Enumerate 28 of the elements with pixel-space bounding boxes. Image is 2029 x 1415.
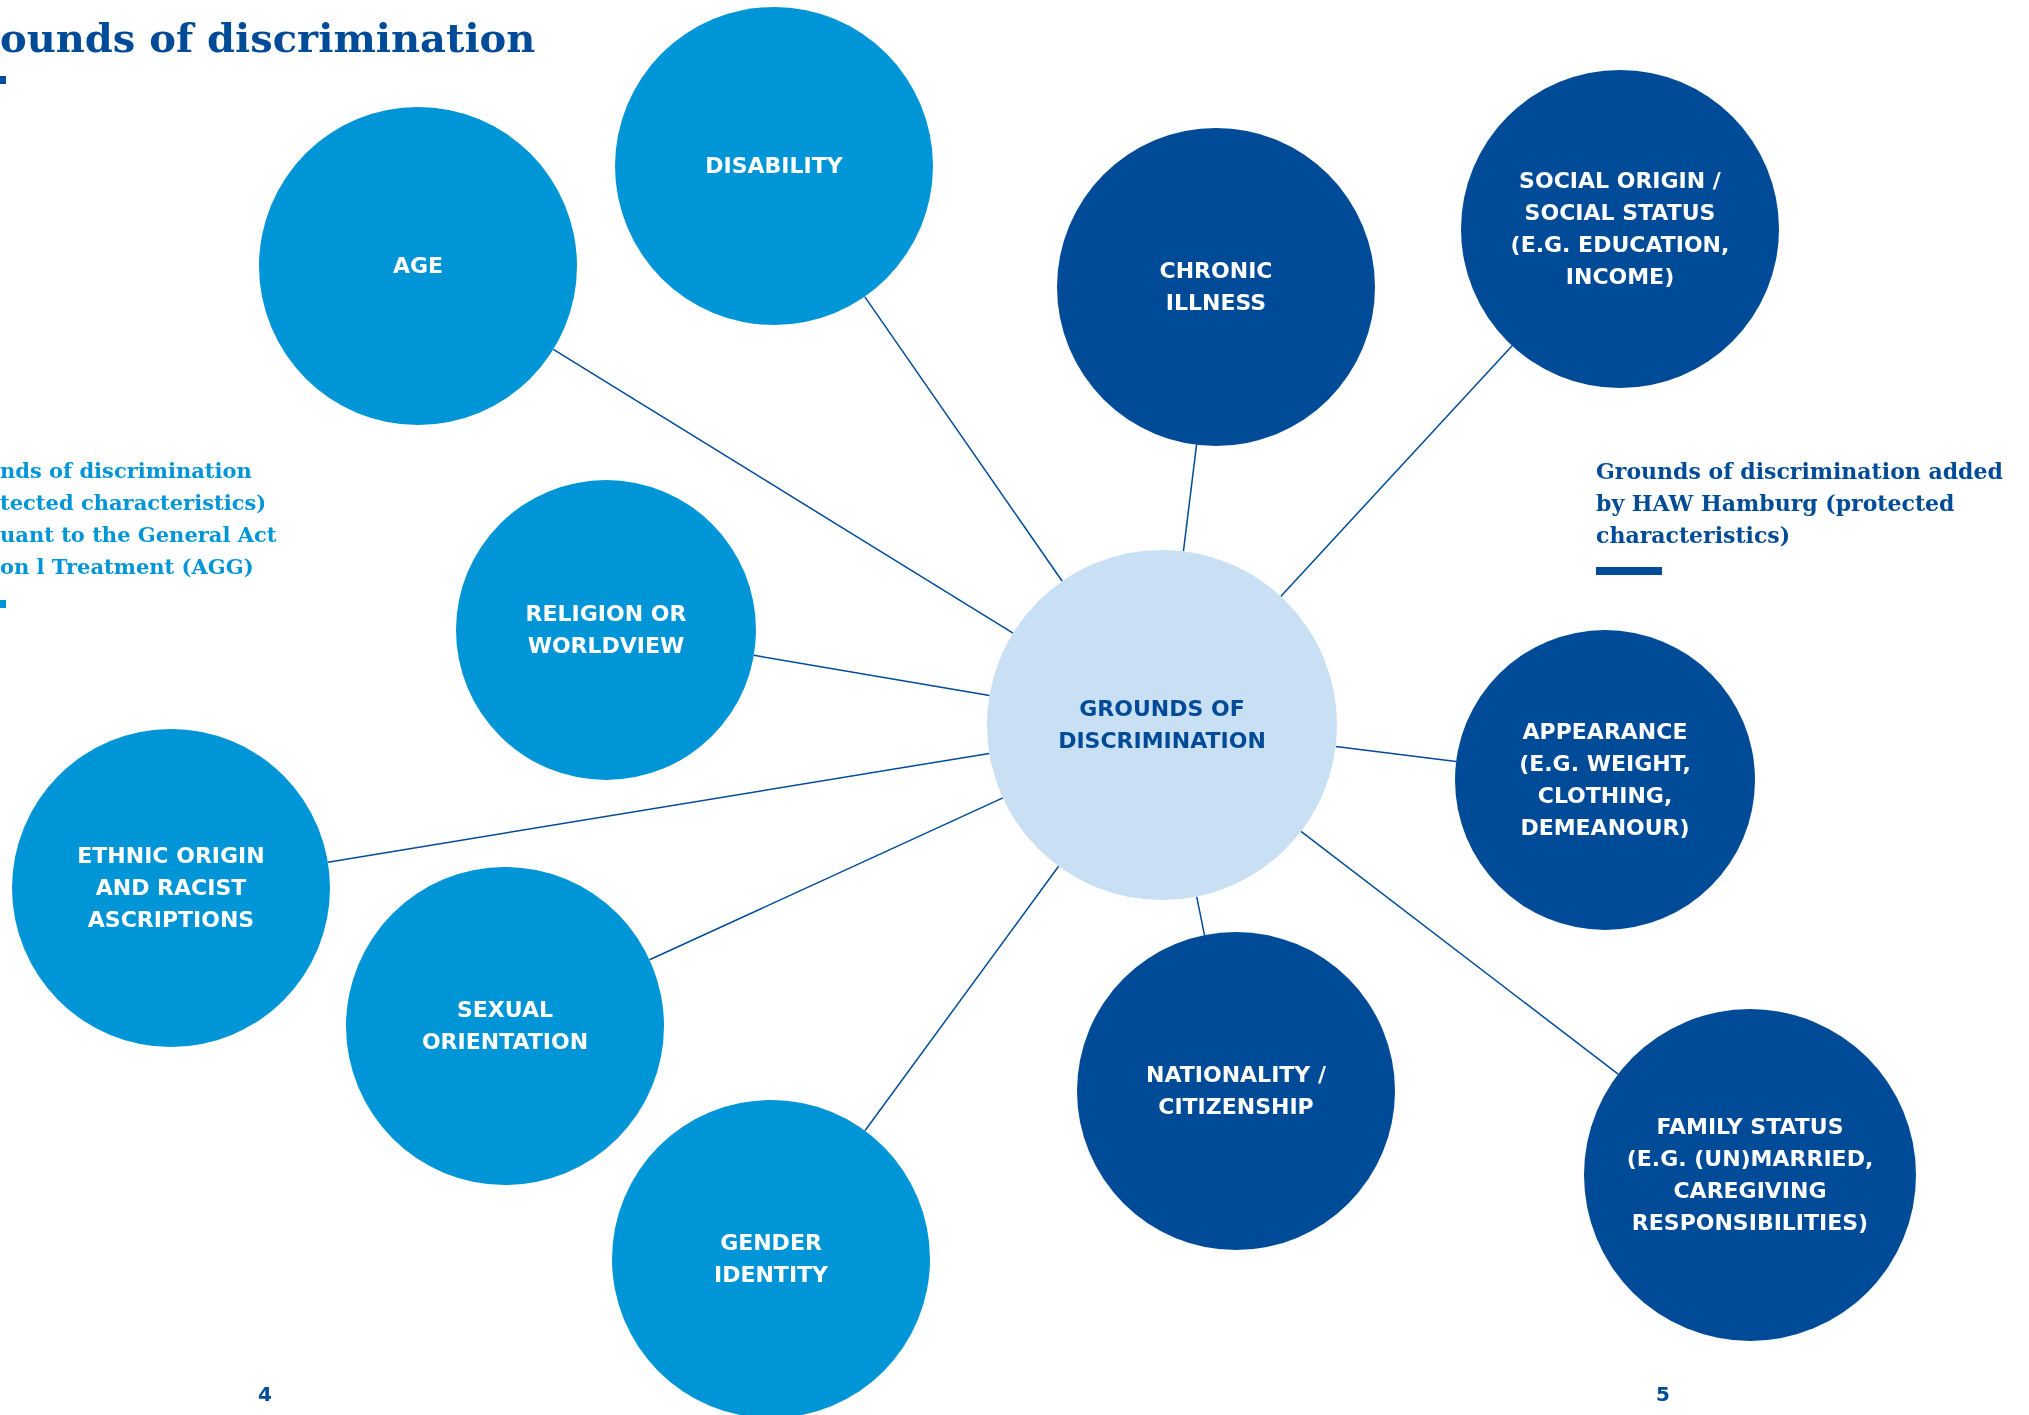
connector-line [327, 752, 991, 863]
category-label: RELIGION OR WORLDVIEW [524, 600, 688, 660]
connector-line [1195, 895, 1206, 936]
category-label: SEXUAL ORIENTATION [420, 996, 590, 1056]
category-label: FAMILY STATUS (E.G. (UN)MARRIED, CAREGIVING RESPONSIBILITIES) [1625, 1113, 1875, 1237]
connector-line [1300, 830, 1619, 1075]
page-number: 5 [1656, 1382, 1670, 1406]
connector-line [864, 865, 1060, 1132]
category-label: CHRONIC ILLNESS [1158, 257, 1274, 317]
connector-line [1279, 345, 1513, 598]
connector-line [1182, 444, 1198, 553]
category-label: SOCIAL ORIGIN / SOCIAL STATUS (E.G. EDUCATION, INCOME) [1509, 167, 1731, 291]
category-label: NATIONALITY / CITIZENSHIP [1145, 1061, 1327, 1121]
page-title: ounds of discrimination [0, 14, 536, 61]
category-label: GROUNDS OF DISCRIMINATION [1057, 695, 1267, 755]
connector-line [753, 654, 991, 697]
category-label: APPEARANCE (E.G. WEIGHT, CLOTHING, DEMEANOUR) [1518, 718, 1692, 842]
category-label: DISABILITY [704, 152, 844, 180]
legend-text: nds of discrimination tected characteristics) uant to the General Act on l Treatment (AGG) [0, 457, 278, 581]
connector-line [648, 797, 1004, 961]
category-label: AGE [391, 252, 445, 280]
page-number: 4 [258, 1382, 272, 1406]
legend-text: Grounds of discrimination added by HAW Hamburg (protected characteristics) [1596, 457, 2004, 550]
connector-line [552, 348, 1014, 634]
connector-line [1334, 745, 1457, 763]
connector-line [863, 295, 1063, 582]
category-label: GENDER IDENTITY [713, 1229, 829, 1289]
category-label: ETHNIC ORIGIN AND RACIST ASCRIPTIONS [76, 842, 266, 934]
